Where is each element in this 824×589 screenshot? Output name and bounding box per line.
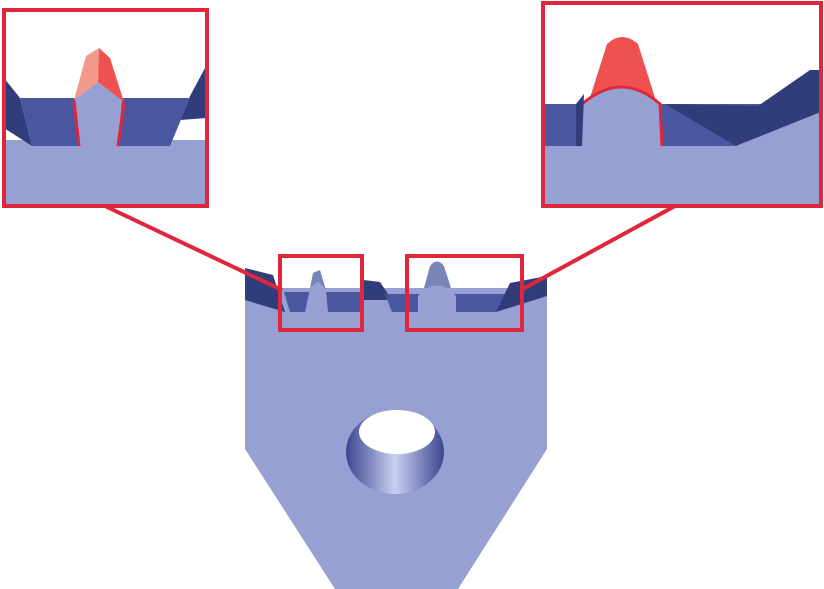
prong-right-tip (424, 261, 451, 288)
detail-left-rim-right (180, 68, 207, 120)
prong-left-face (305, 282, 328, 312)
prong-left-tip (310, 270, 326, 290)
detail-left-rim-left (4, 78, 32, 146)
bore-opening (359, 410, 435, 454)
detail-right-shadow-left (576, 94, 584, 146)
detail-left-prong-tip-light (74, 48, 99, 100)
detail-right-prong-tip (588, 37, 657, 104)
prong-right-face (418, 285, 456, 312)
detail-right-face-lower (543, 112, 821, 206)
connector-right (520, 204, 676, 292)
detail-left-prong-edge-left (72, 99, 81, 147)
detail-left-prong-tip (98, 48, 124, 102)
detail-right-prong-face (580, 87, 662, 146)
highlight-box-right (405, 254, 524, 332)
detail-left (4, 10, 207, 206)
detail-left-prong-edge-right (116, 101, 126, 147)
detail-right (543, 3, 821, 206)
detail-left-prong-face (74, 82, 122, 146)
connector-left (104, 204, 283, 292)
detail-right-frame (541, 1, 823, 208)
detail-right-rim-slope (665, 70, 821, 146)
main-part (245, 261, 547, 589)
rim-mid-step (364, 280, 392, 300)
detail-right-prong-edge (578, 85, 664, 147)
callout-connectors (104, 204, 676, 292)
highlight-box-left (278, 254, 364, 332)
detail-left-frame (2, 8, 209, 208)
detail-left-face-lower (4, 146, 207, 206)
